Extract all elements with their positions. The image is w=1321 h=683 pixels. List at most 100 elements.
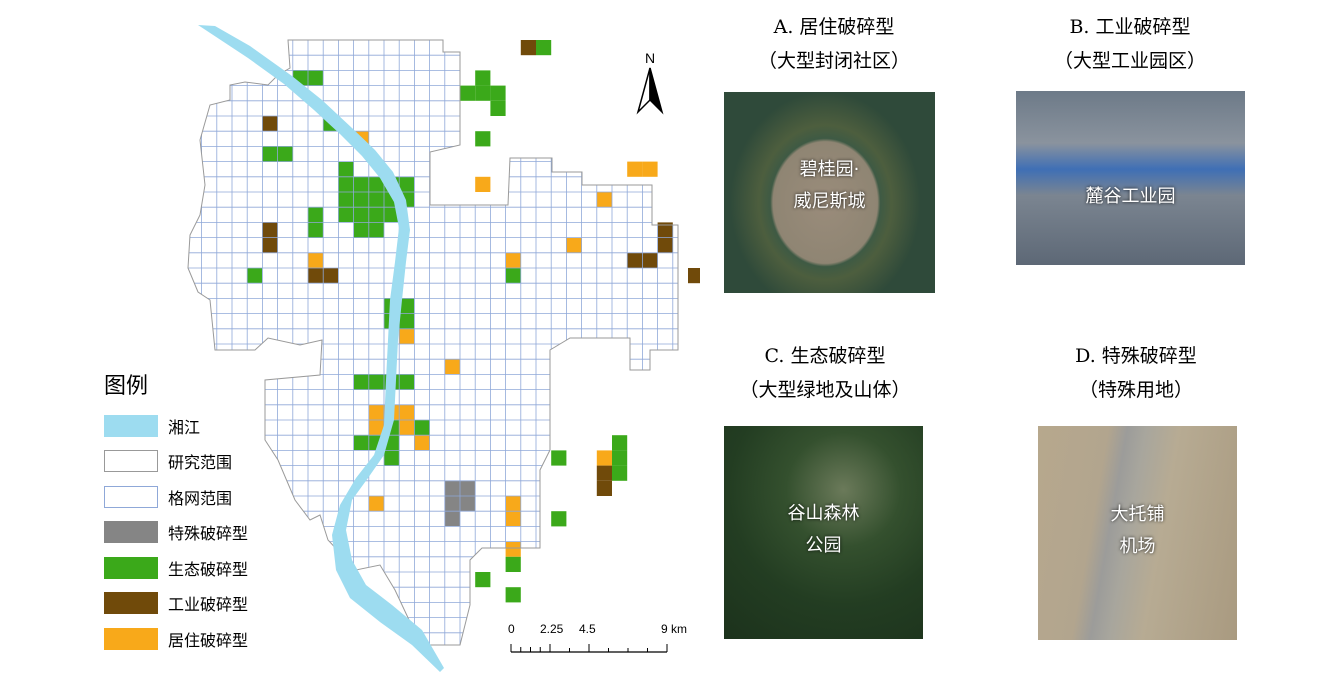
cell-eco xyxy=(353,176,369,192)
cell-residential xyxy=(627,161,643,177)
panel-heading: B. 工业破碎型 xyxy=(1069,16,1191,38)
cell-eco xyxy=(505,556,521,572)
cell-industry xyxy=(688,268,700,284)
panel-subheading: （大型封闭社区） xyxy=(757,50,910,72)
cell-eco xyxy=(612,435,628,451)
cell-industry xyxy=(323,268,339,284)
cell-eco xyxy=(384,207,400,223)
panel-title: D. 特殊破碎型（特殊用地） xyxy=(1036,339,1236,407)
cell-eco xyxy=(475,85,491,101)
cell-eco xyxy=(414,420,430,436)
photo-label: 公园 xyxy=(805,535,842,556)
legend-title: 图例 xyxy=(104,374,149,399)
panel-title: C. 生态破碎型（大型绿地及山体） xyxy=(722,339,928,407)
cell-residential xyxy=(399,420,415,436)
cell-special xyxy=(460,496,476,512)
cell-eco xyxy=(551,450,567,466)
cell-residential xyxy=(505,511,521,527)
cell-residential xyxy=(596,450,612,466)
cell-residential xyxy=(505,496,521,512)
legend-label: 格网范围 xyxy=(168,488,233,508)
legend-label: 研究范围 xyxy=(168,453,233,473)
photo-label: 谷山森林 xyxy=(787,503,860,524)
legend-swatch xyxy=(104,592,158,615)
legend-label: 工业破碎型 xyxy=(168,595,249,615)
cell-residential xyxy=(505,252,521,268)
cell-special xyxy=(460,480,476,496)
cell-eco xyxy=(308,207,324,223)
cell-eco xyxy=(536,40,552,56)
cell-eco xyxy=(399,176,415,192)
legend-swatch xyxy=(104,556,158,579)
cell-special xyxy=(444,480,460,496)
cell-eco xyxy=(612,450,628,466)
legend-item: 居住破碎型 xyxy=(104,621,248,657)
cell-residential xyxy=(505,541,521,557)
cell-eco xyxy=(475,131,491,147)
cell-eco xyxy=(353,374,369,390)
cell-eco xyxy=(368,207,384,223)
cell-special xyxy=(444,511,460,527)
panel-subheading: （大型工业园区） xyxy=(1053,50,1206,72)
cell-industry xyxy=(657,222,673,238)
cell-eco xyxy=(612,465,628,481)
legend-item: 特殊破碎型 xyxy=(104,515,248,551)
cell-eco xyxy=(368,176,384,192)
cell-eco xyxy=(277,146,293,162)
scale-label: 0 xyxy=(508,622,515,636)
photo-label: 麓谷工业园 xyxy=(1085,186,1176,207)
cell-industry xyxy=(642,252,658,268)
cell-industry xyxy=(596,465,612,481)
legend-label: 特殊破碎型 xyxy=(168,524,249,544)
cell-eco xyxy=(399,313,415,329)
cell-eco xyxy=(338,192,354,208)
cell-industry xyxy=(262,116,278,132)
satellite-photo: 麓谷工业园 xyxy=(1016,91,1245,265)
panel-subheading: （特殊用地） xyxy=(1078,379,1193,401)
panel-title: A. 居住破碎型（大型封闭社区） xyxy=(728,10,940,78)
cell-residential xyxy=(475,176,491,192)
cell-eco xyxy=(338,207,354,223)
legend-swatch xyxy=(104,627,158,650)
legend-item: 格网范围 xyxy=(104,479,248,515)
cell-eco xyxy=(505,587,521,603)
cell-industry xyxy=(308,268,324,284)
cell-eco xyxy=(353,435,369,451)
cell-eco xyxy=(338,161,354,177)
cell-residential xyxy=(566,237,582,253)
cell-eco xyxy=(353,192,369,208)
cell-eco xyxy=(490,85,506,101)
legend-item: 工业破碎型 xyxy=(104,586,248,622)
study-boundary xyxy=(187,39,679,646)
satellite-photo: 大托铺机场 xyxy=(1038,426,1237,640)
north-arrow: N xyxy=(633,50,667,116)
cell-industry xyxy=(596,480,612,496)
cell-eco xyxy=(368,222,384,238)
scale-label: 2.25 xyxy=(540,622,564,636)
xiangjiang-river xyxy=(198,25,444,672)
cell-eco xyxy=(399,298,415,314)
cell-eco xyxy=(353,207,369,223)
photo-label: 碧桂园· xyxy=(799,159,860,180)
cell-residential xyxy=(368,496,384,512)
cell-industry xyxy=(262,237,278,253)
cell-industry xyxy=(657,237,673,253)
cell-eco xyxy=(475,572,491,588)
cell-eco xyxy=(338,176,354,192)
cell-industry xyxy=(627,252,643,268)
cell-eco xyxy=(551,511,567,527)
scale-label: 4.5 xyxy=(579,622,596,636)
cell-eco xyxy=(399,374,415,390)
legend-label: 湘江 xyxy=(168,417,201,437)
cell-residential xyxy=(368,420,384,436)
legend-label: 居住破碎型 xyxy=(168,630,249,650)
cell-eco xyxy=(368,192,384,208)
north-arrow-icon xyxy=(636,67,664,115)
cell-eco xyxy=(247,268,263,284)
north-label: N xyxy=(644,50,656,66)
legend-swatch xyxy=(104,521,158,544)
legend-label: 生态破碎型 xyxy=(168,559,249,579)
cell-residential xyxy=(399,404,415,420)
cell-residential xyxy=(414,435,430,451)
